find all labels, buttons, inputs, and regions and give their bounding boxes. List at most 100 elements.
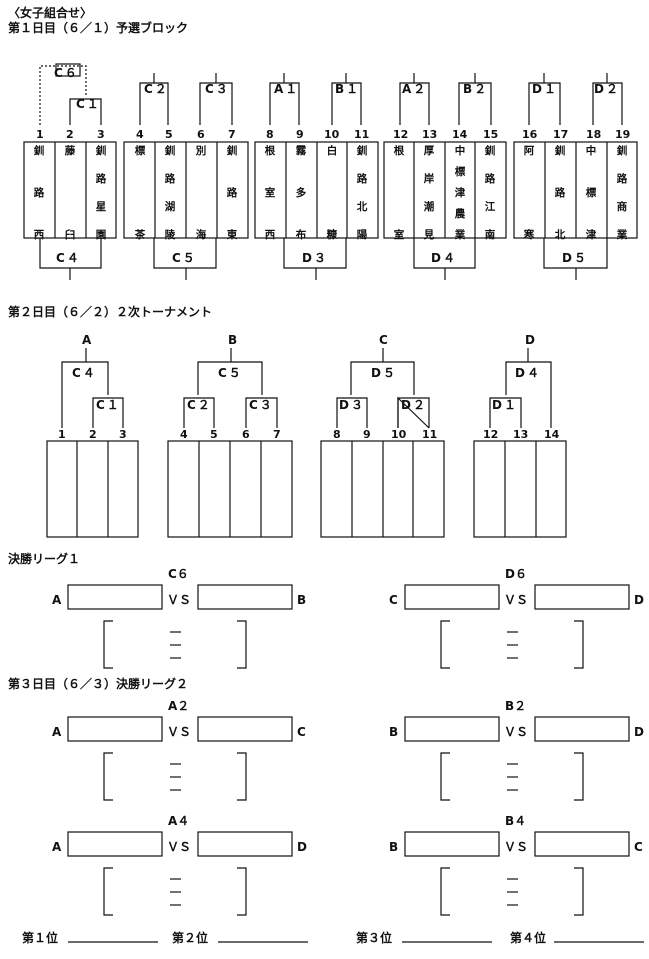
match-right-team: C — [297, 725, 306, 739]
slot-num: 8 — [333, 428, 341, 441]
label-c2: C２ — [144, 82, 169, 96]
slot-num: 3 — [119, 428, 127, 441]
label-d3: D３ — [339, 398, 365, 412]
label-d1: D１ — [492, 398, 518, 412]
team-num: 11 — [354, 128, 369, 141]
team-name-char: 阿 — [524, 145, 535, 157]
team-num: 8 — [266, 128, 274, 141]
team-num: 14 — [452, 128, 468, 141]
label-d5: D５ — [371, 366, 397, 380]
label-c5: C５ — [218, 366, 243, 380]
match-right-team: D — [634, 593, 644, 607]
team-name-char: 路 — [617, 172, 628, 185]
label-c4: C４ — [72, 366, 97, 380]
team-name-char: 釧 — [554, 144, 566, 157]
slot-num: 10 — [391, 428, 407, 441]
score-box-left — [67, 584, 163, 610]
slot-num: 7 — [273, 428, 281, 441]
label-c6: C６ — [54, 66, 79, 80]
team-name-char: 厚 — [424, 145, 435, 157]
team-name-char: 室 — [265, 186, 276, 199]
day1-bottom-brackets: C４ C５ D３ D４ D５ — [39, 238, 608, 280]
group-letter: B — [228, 333, 237, 347]
score-box-right — [534, 584, 630, 610]
team-name-char: 路 — [165, 172, 176, 185]
day3-heading: 第３日目（６／３）決勝リーグ２ — [8, 676, 188, 691]
match-right-team: D — [297, 840, 307, 854]
team-name-char: 西 — [34, 229, 45, 241]
team-name-char: 路 — [485, 172, 496, 185]
score-box-left — [67, 831, 163, 857]
team-name-char: 中 — [586, 144, 597, 157]
score-bracket-right — [237, 620, 247, 669]
slot-num: 12 — [483, 428, 498, 441]
team-name-char: 根 — [394, 144, 405, 157]
score-box-right — [534, 831, 630, 857]
group-letter: A — [82, 333, 92, 347]
vs-label: ＶＳ — [504, 725, 528, 739]
match-left-team: B — [389, 840, 398, 854]
team-name-char: 釧 — [95, 144, 107, 157]
day1-top-brackets: C６ C１ C２ C３ A１ B１ A２ B２ D１ D２ — [39, 63, 623, 125]
slot-num: 5 — [210, 428, 218, 441]
team-num: 16 — [522, 128, 538, 141]
label-c3: C３ — [205, 82, 230, 96]
team-name-char: 陵 — [165, 228, 176, 241]
team-name-char: 霧 — [296, 144, 307, 157]
team-name-char: 津 — [455, 186, 466, 199]
slot-num: 6 — [242, 428, 250, 441]
team-name-char: 北 — [555, 228, 566, 241]
day1-team-boxes — [23, 141, 638, 239]
rank-line: 第１位 第２位 第３位 第４位 — [22, 930, 644, 945]
team-name-char: 標 — [455, 165, 466, 178]
score-box-left — [404, 831, 500, 857]
team-name-char: 見 — [423, 229, 435, 241]
team-name-char: 路 — [227, 186, 238, 199]
team-num: 4 — [136, 128, 144, 141]
label-c2: C２ — [187, 398, 212, 412]
label-d4: D４ — [431, 251, 457, 265]
team-name-char: 臼 — [65, 228, 76, 241]
score-bracket-left — [103, 867, 113, 916]
label-a2: A２ — [402, 82, 427, 96]
team-num: 9 — [296, 128, 304, 141]
label-c1: C１ — [96, 398, 121, 412]
team-name-char: 釧 — [226, 144, 238, 157]
score-bracket-left — [103, 620, 113, 669]
score-bracket-right — [574, 867, 584, 916]
team-name-char: 北 — [357, 200, 368, 213]
label-c3: C３ — [249, 398, 274, 412]
label-c1: C１ — [76, 97, 101, 111]
team-name-char: 東 — [227, 228, 238, 241]
score-box-right — [197, 716, 293, 742]
vs-label: ＶＳ — [167, 840, 191, 854]
team-name-char: 陽 — [357, 229, 368, 241]
score-bracket-right — [237, 867, 247, 916]
score-bracket-left — [440, 620, 450, 669]
league1-heading: 決勝リーグ１ — [8, 551, 80, 566]
match-right-team: B — [297, 593, 306, 607]
team-num: 17 — [553, 128, 568, 141]
label-c5: C５ — [172, 251, 197, 265]
match-code: C６ — [168, 567, 189, 581]
match-code: B４ — [505, 814, 526, 828]
score-box-left — [67, 716, 163, 742]
match-left-team: A — [52, 725, 62, 739]
group-letter: C — [379, 333, 388, 347]
day2-group-a: A C４ C１ 1 2 3 — [46, 333, 139, 538]
label-d2: D２ — [594, 82, 620, 96]
team-name-char: 釧 — [616, 144, 628, 157]
group-letter: D — [525, 333, 535, 347]
rank-1: 第１位 — [22, 930, 58, 945]
score-box-right — [534, 716, 630, 742]
team-num: 19 — [615, 128, 630, 141]
score-box-left — [404, 716, 500, 742]
score-box-right — [197, 584, 293, 610]
team-num: 15 — [483, 128, 498, 141]
match-code: A４ — [168, 814, 189, 828]
score-bracket-right — [574, 620, 584, 669]
label-c4: C４ — [56, 251, 81, 265]
